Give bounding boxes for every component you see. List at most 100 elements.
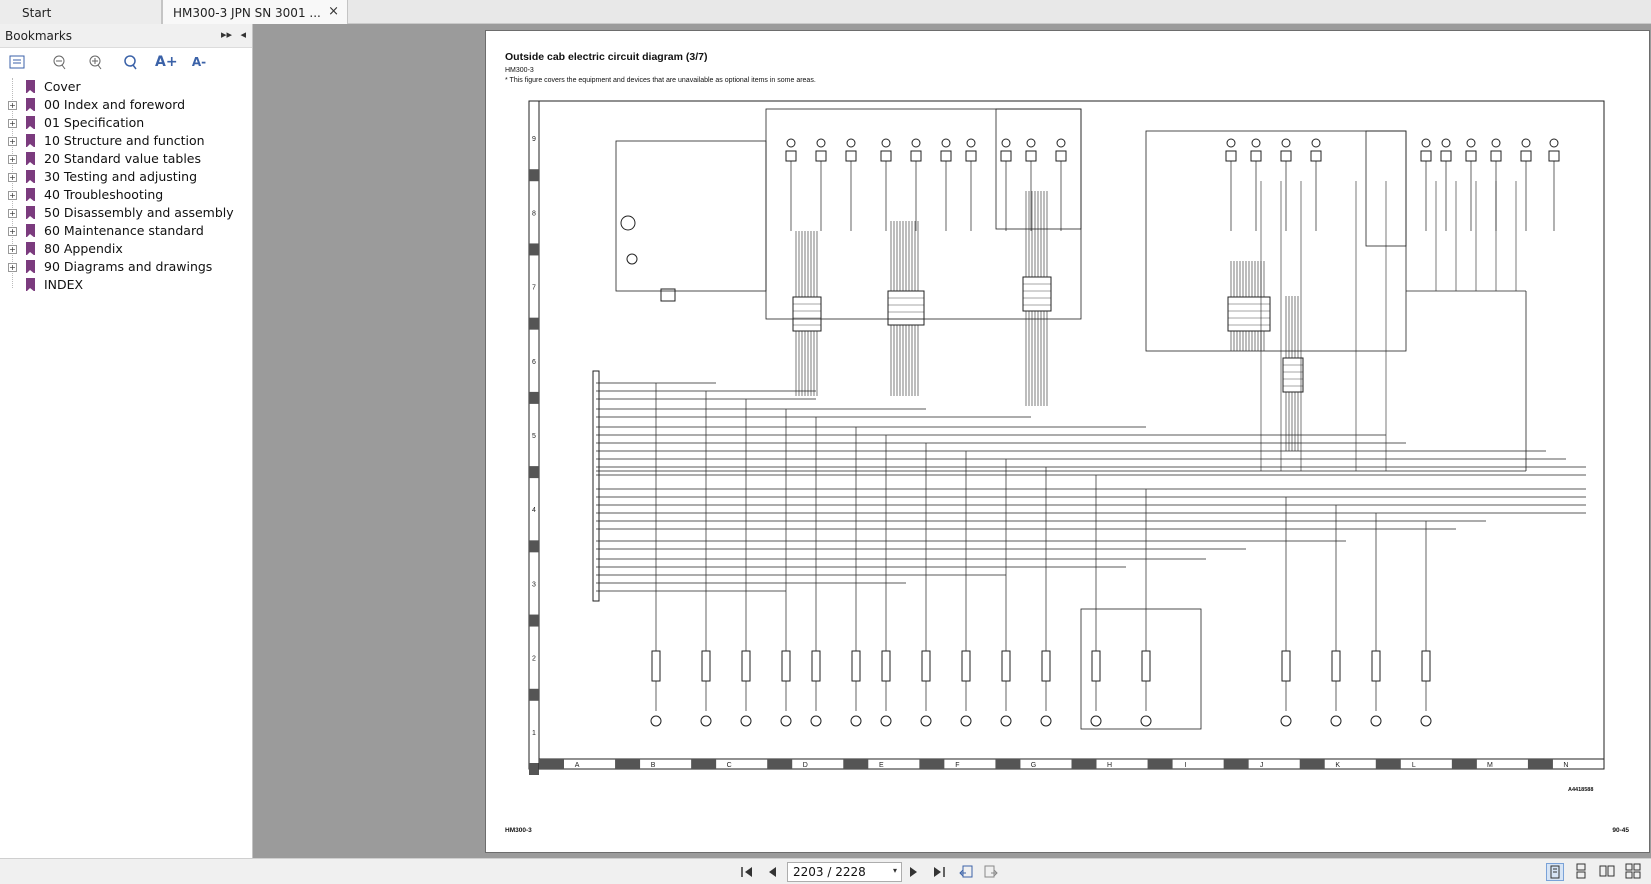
font-increase-icon[interactable]: A+ xyxy=(155,54,178,70)
tab-start[interactable]: Start xyxy=(0,0,162,24)
device-symbol xyxy=(780,715,792,727)
column-ruler-mark xyxy=(1147,759,1173,769)
sensor-symbol xyxy=(1549,138,1559,148)
two-page-continuous-icon[interactable] xyxy=(1624,863,1642,881)
sensor-connector xyxy=(910,150,922,162)
page-number-input[interactable]: 2203 / 2228 ▾ xyxy=(787,862,902,882)
column-ruler-mark xyxy=(1223,759,1249,769)
first-page-icon[interactable] xyxy=(739,864,755,880)
font-decrease-icon[interactable]: A- xyxy=(191,55,207,69)
sensor-connector xyxy=(815,150,827,162)
tab-document[interactable]: HM300-3 JPN SN 3001 ... × xyxy=(162,0,348,24)
device-symbol xyxy=(850,715,862,727)
row-ruler-mark xyxy=(529,243,539,256)
bookmark-item[interactable]: +01 Specification xyxy=(0,114,252,132)
column-ruler-mark xyxy=(995,759,1021,769)
row-ruler-mark xyxy=(529,391,539,404)
next-page-icon[interactable] xyxy=(906,864,922,880)
device-connector xyxy=(1091,650,1101,682)
sensor-symbol xyxy=(1466,138,1476,148)
expand-icon[interactable]: + xyxy=(8,227,17,236)
expand-icon[interactable]: + xyxy=(8,173,17,182)
bookmark-tree: Cover +00 Index and foreword+01 Specifica… xyxy=(0,78,252,294)
two-page-view-icon[interactable] xyxy=(1598,863,1616,881)
bookmark-item[interactable]: +80 Appendix xyxy=(0,240,252,258)
previous-page-icon[interactable] xyxy=(764,864,780,880)
column-ruler-mark xyxy=(1527,759,1553,769)
list-icon[interactable] xyxy=(8,53,26,71)
bookmark-label: Cover xyxy=(44,79,81,94)
expand-icon[interactable]: + xyxy=(8,191,17,200)
row-label: 7 xyxy=(532,285,536,292)
row-ruler-mark xyxy=(529,169,539,182)
bookmark-remove-icon[interactable] xyxy=(50,53,68,71)
column-ruler-mark xyxy=(767,759,793,769)
row-ruler-mark xyxy=(529,540,539,553)
bookmark-item[interactable]: +00 Index and foreword xyxy=(0,96,252,114)
bookmark-item[interactable]: +20 Standard value tables xyxy=(0,150,252,168)
bookmark-item[interactable]: Cover xyxy=(0,78,252,96)
bookmark-item[interactable]: +60 Maintenance standard xyxy=(0,222,252,240)
device-connector xyxy=(781,650,791,682)
column-ruler-mark xyxy=(539,759,564,769)
bookmark-icon xyxy=(26,206,35,220)
expand-icon[interactable]: + xyxy=(8,101,17,110)
expand-icon[interactable]: + xyxy=(8,137,17,146)
device-symbol xyxy=(810,715,822,727)
device-symbol xyxy=(1280,715,1292,727)
sensor-connector xyxy=(845,150,857,162)
sensor-connector xyxy=(1025,150,1037,162)
row-ruler-mark xyxy=(529,466,539,479)
device-connector xyxy=(1421,650,1431,682)
chevron-down-icon[interactable]: ▾ xyxy=(892,866,897,875)
harness-trunk xyxy=(592,370,600,602)
bookmark-add-icon[interactable] xyxy=(86,53,104,71)
go-back-icon[interactable] xyxy=(958,864,974,880)
sensor-connector xyxy=(1548,150,1560,162)
sensor-symbol xyxy=(1311,138,1321,148)
single-page-view-icon[interactable] xyxy=(1546,863,1564,881)
bookmark-search-icon[interactable] xyxy=(121,53,139,71)
bookmark-icon xyxy=(26,134,35,148)
sensor-connector xyxy=(1280,150,1292,162)
continuous-view-icon[interactable] xyxy=(1572,863,1590,881)
tab-start-label: Start xyxy=(22,6,52,20)
starter-symbol xyxy=(626,253,638,265)
expand-panel-icon[interactable]: ▸▸ xyxy=(220,28,232,41)
column-label: A xyxy=(575,762,580,769)
row-label: 9 xyxy=(532,136,536,143)
bookmark-icon xyxy=(26,260,35,274)
expand-icon[interactable]: + xyxy=(8,155,17,164)
close-icon[interactable]: × xyxy=(328,4,339,19)
bookmark-label: 10 Structure and function xyxy=(44,133,205,148)
bookmark-item[interactable]: +50 Disassembly and assembly xyxy=(0,204,252,222)
device-connector xyxy=(1371,650,1381,682)
expand-icon[interactable]: + xyxy=(8,245,17,254)
bookmark-item[interactable]: +30 Testing and adjusting xyxy=(0,168,252,186)
sensor-symbol xyxy=(941,138,951,148)
last-page-icon[interactable] xyxy=(931,864,947,880)
column-ruler-mark xyxy=(615,759,641,769)
expand-icon[interactable]: + xyxy=(8,263,17,272)
go-forward-icon[interactable] xyxy=(983,864,999,880)
column-label: N xyxy=(1563,762,1568,769)
row-label: 1 xyxy=(532,730,536,737)
row-label: 4 xyxy=(532,507,536,514)
bookmark-item[interactable]: INDEX xyxy=(0,276,252,294)
bookmark-item[interactable]: +90 Diagrams and drawings xyxy=(0,258,252,276)
expand-icon[interactable]: + xyxy=(8,119,17,128)
column-label: C xyxy=(727,762,732,769)
device-connector xyxy=(811,650,821,682)
tab-document-label: HM300-3 JPN SN 3001 ... xyxy=(173,6,321,20)
expand-icon[interactable]: + xyxy=(8,209,17,218)
device-connector xyxy=(1041,650,1051,682)
column-label: B xyxy=(651,762,656,769)
sensor-symbol xyxy=(816,138,826,148)
tree-guide-line xyxy=(12,78,13,288)
collapse-panel-icon[interactable]: ◂ xyxy=(240,28,246,41)
device-symbol xyxy=(740,715,752,727)
device-connector xyxy=(961,650,971,682)
sensor-connector xyxy=(1225,150,1237,162)
bookmark-item[interactable]: +40 Troubleshooting xyxy=(0,186,252,204)
bookmark-item[interactable]: +10 Structure and function xyxy=(0,132,252,150)
